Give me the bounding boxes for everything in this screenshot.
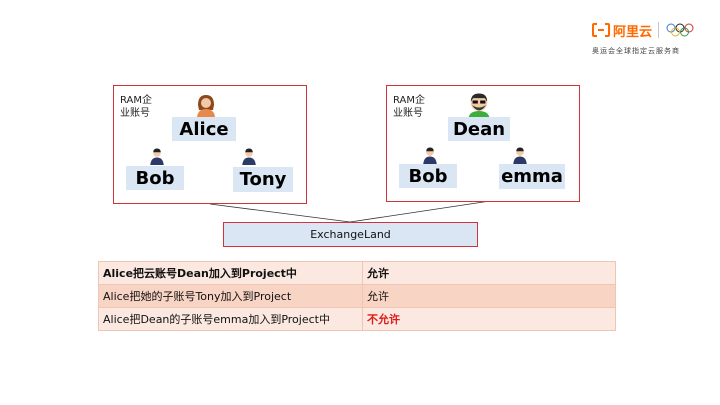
node-bob-left-label: Bob	[135, 167, 175, 189]
table-row: Alice把她的子账号Tony加入到Project 允许	[98, 284, 616, 308]
left-account-label: RAM企 业账号	[120, 94, 152, 120]
node-tony: Tony	[233, 167, 293, 192]
node-bob-right: Bob	[399, 164, 457, 188]
olympic-rings-icon	[666, 23, 694, 37]
node-emma: emma	[499, 164, 565, 189]
node-bob-left: Bob	[126, 166, 184, 190]
permission-rules-table: Alice把云账号Dean加入到Project中 允许 Alice把她的子账号T…	[98, 261, 616, 331]
node-alice: Alice	[172, 117, 236, 141]
aliyun-logo: 阿里云 奥运会全球指定云服务商	[592, 18, 702, 62]
table-row: Alice把云账号Dean加入到Project中 允许	[98, 261, 616, 285]
brand-name: 阿里云	[613, 24, 653, 40]
node-bob-right-label: Bob	[408, 165, 448, 187]
connector-left-exchange	[209, 203, 351, 223]
left-account-label-line1: RAM企	[120, 95, 153, 106]
male-user-icon	[150, 148, 164, 165]
left-account-label-line2: 业账号	[120, 108, 150, 119]
male-user-icon	[423, 147, 437, 164]
brand-tagline: 奥运会全球指定云服务商	[592, 47, 680, 55]
exchangeland-box: ExchangeLand	[223, 222, 478, 247]
connector-right-exchange	[349, 200, 491, 223]
node-dean: Dean	[448, 117, 510, 141]
rule-action: Alice把她的子账号Tony加入到Project	[98, 284, 363, 308]
rule-action: Alice把云账号Dean加入到Project中	[98, 261, 363, 285]
male-user-icon	[513, 147, 527, 164]
rule-result: 允许	[362, 261, 616, 285]
bearded-user-icon	[468, 93, 490, 118]
female-user-icon	[197, 95, 215, 117]
aliyun-mark-icon	[592, 23, 610, 37]
right-account-label-line2: 业账号	[393, 108, 423, 119]
rule-action: Alice把Dean的子账号emma加入到Project中	[98, 307, 363, 331]
node-alice-label: Alice	[179, 118, 229, 140]
male-user-icon	[242, 148, 256, 165]
right-account-label-line1: RAM企	[393, 95, 426, 106]
rule-result: 不允许	[362, 307, 616, 331]
exchangeland-label: ExchangeLand	[310, 228, 391, 241]
node-dean-label: Dean	[452, 118, 506, 140]
node-emma-label: emma	[501, 166, 563, 187]
node-tony-label: Tony	[239, 169, 287, 190]
right-account-label: RAM企 业账号	[393, 94, 425, 120]
logo-divider	[658, 22, 660, 38]
table-row: Alice把Dean的子账号emma加入到Project中 不允许	[98, 307, 616, 331]
rule-result: 允许	[362, 284, 616, 308]
